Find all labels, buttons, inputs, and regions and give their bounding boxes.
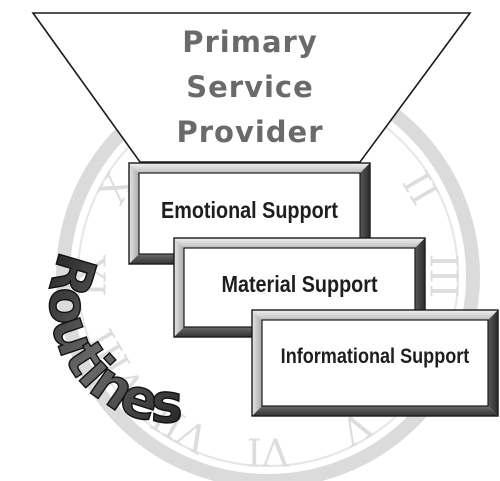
- clock-numeral: VI: [247, 430, 290, 474]
- funnel-line-service: Service: [186, 70, 314, 104]
- emotional-support-label: Emotional Support: [161, 197, 338, 223]
- clock-numeral: III: [422, 253, 466, 298]
- informational-support-label: Informational Support: [280, 345, 470, 368]
- funnel-shape: [31, 12, 472, 163]
- material-support-label: Material Support: [221, 271, 378, 297]
- funnel-line-primary: Primary: [182, 25, 318, 59]
- funnel-line-provider: Provider: [176, 115, 324, 149]
- support-box-informational: [251, 309, 499, 417]
- clock-numeral: IX: [71, 255, 115, 297]
